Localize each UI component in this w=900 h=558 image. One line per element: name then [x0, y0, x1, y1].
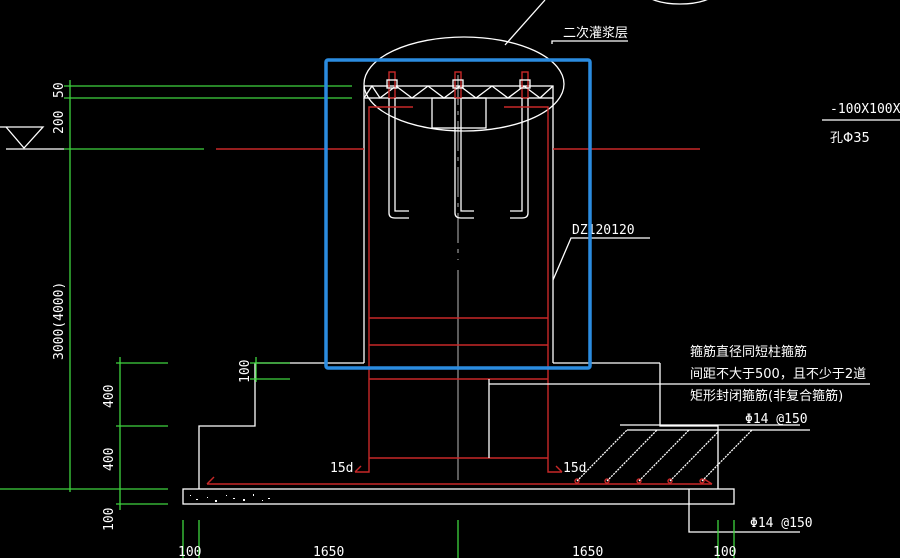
dim-400-lower: 400	[102, 448, 117, 471]
rebar-spec-bottom: Φ14 @150	[750, 516, 813, 531]
stirrup-note-line-1: 箍筋直径同短柱箍筋	[690, 344, 807, 360]
rebar-leaders	[576, 424, 810, 482]
dim-3000-4000: 3000(4000)	[52, 282, 67, 360]
dimension-lines[interactable]	[0, 80, 735, 558]
rebar-spec-top: Φ14 @150	[745, 412, 808, 427]
stirrup-note-line-2: 间距不大于500，且不少于2道	[690, 367, 866, 382]
column-outline[interactable]	[255, 98, 660, 364]
anchor-bolt	[386, 71, 409, 219]
stirrup-note[interactable]: 箍筋直径同短柱箍筋 间距不大于500，且不少于2道 矩形封闭箍筋(非复合箍筋)	[690, 344, 866, 404]
hole-spec: 孔Φ35	[830, 131, 870, 146]
anchor-bolt	[510, 71, 531, 219]
anchor-bolts[interactable]	[386, 71, 531, 219]
dim-1650-left: 1650	[313, 545, 344, 558]
concrete-hatch	[190, 494, 270, 502]
column-rebar[interactable]	[354, 106, 563, 473]
stirrup-note-line-3: 矩形封闭箍筋(非复合箍筋)	[690, 388, 843, 404]
grout-layer-label: 二次灌浆层	[563, 25, 628, 41]
selection-box[interactable]	[324, 58, 592, 370]
dim-400-upper: 400	[102, 385, 117, 408]
plate-spec-callout[interactable]: -100X100X 孔Φ35	[822, 102, 900, 146]
dim-200: 200	[52, 111, 67, 134]
plate-spec: -100X100X	[830, 102, 900, 117]
elevation-marker-icon	[0, 126, 64, 150]
anchor-bolt	[452, 71, 474, 219]
dim-100-plinth: 100	[238, 360, 253, 383]
dim-100-left: 100	[178, 545, 201, 558]
dim-100-right: 100	[713, 545, 736, 558]
dim-1650-right: 1650	[572, 545, 603, 558]
column-tag-leader	[552, 237, 650, 281]
dim-100-base: 100	[102, 508, 117, 531]
hook-length-left: 15d	[330, 461, 353, 476]
grout-callout[interactable]	[363, 0, 715, 132]
column-tag: DZ120120	[572, 223, 635, 238]
dim-50: 50	[52, 82, 67, 98]
foundation-outline[interactable]	[182, 363, 870, 533]
hook-length-right: 15d	[563, 461, 586, 476]
bottom-rebar[interactable]	[206, 476, 713, 485]
